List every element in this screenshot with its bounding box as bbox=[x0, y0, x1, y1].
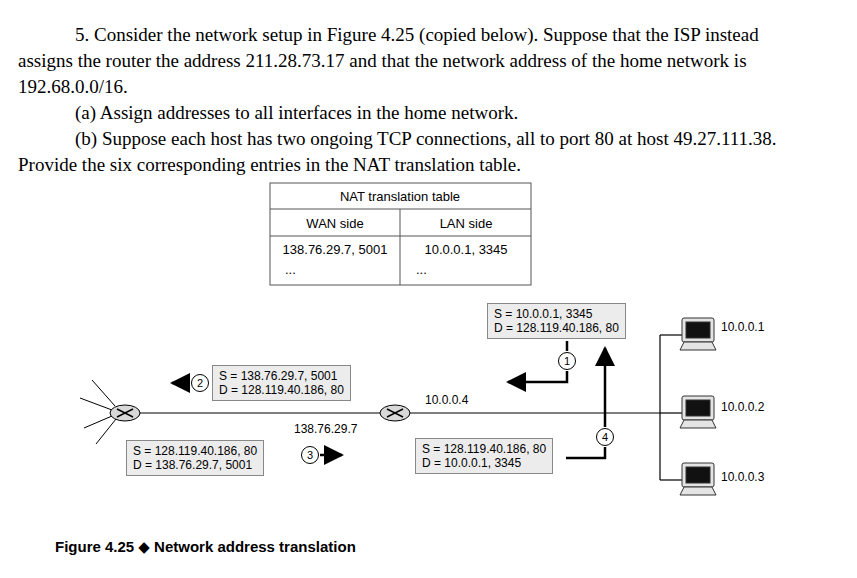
question-part: (b) Suppose each host has two ongoing TC… bbox=[18, 126, 780, 178]
interface-address: 138.76.29.7 bbox=[293, 422, 358, 436]
packet-box: S = 138.76.29.7, 5001D = 128.119.40.186,… bbox=[212, 365, 351, 401]
packet-field: S = 10.0.0.1, 3345 bbox=[494, 307, 619, 321]
callout-number: 2 bbox=[191, 374, 209, 392]
host-address: 10.0.0.3 bbox=[720, 470, 765, 484]
packet-box: S = 128.119.40.186, 80D = 10.0.0.1, 3345 bbox=[415, 438, 553, 474]
callout-number: 4 bbox=[596, 428, 614, 446]
packet-field: S = 128.119.40.186, 80 bbox=[133, 444, 257, 458]
callout-text: 2 bbox=[197, 377, 203, 389]
packet-field: S = 128.119.40.186, 80 bbox=[422, 442, 546, 456]
packet-field: D = 128.119.40.186, 80 bbox=[219, 383, 344, 397]
host-computer bbox=[680, 318, 716, 495]
table-title: NAT translation table bbox=[340, 189, 460, 204]
table-cell: ... bbox=[285, 262, 296, 277]
table-cell: ... bbox=[416, 262, 427, 277]
question-part: (a) Assign addresses to all interfaces i… bbox=[75, 100, 518, 126]
callout-text: 3 bbox=[307, 449, 313, 461]
packet-box: S = 128.119.40.186, 80D = 138.76.29.7, 5… bbox=[126, 440, 264, 476]
packet-field: D = 128.119.40.186, 80 bbox=[494, 321, 619, 335]
host-address: 10.0.0.1 bbox=[720, 320, 765, 334]
callout-number: 3 bbox=[301, 446, 319, 464]
packet-field: D = 10.0.0.1, 3345 bbox=[422, 456, 546, 470]
packet-field: D = 138.76.29.7, 5001 bbox=[133, 458, 257, 472]
nat-router-icon bbox=[380, 405, 410, 421]
question-text: 5. Consider the network setup in Figure … bbox=[18, 22, 780, 100]
callout-text: 4 bbox=[602, 431, 608, 443]
callout-text: 1 bbox=[564, 355, 570, 367]
callout-number: 1 bbox=[558, 352, 576, 370]
table-header: WAN side bbox=[306, 216, 363, 231]
host-address: 10.0.0.2 bbox=[720, 400, 765, 414]
packet-field: S = 138.76.29.7, 5001 bbox=[219, 369, 344, 383]
figure-caption: Figure 4.25 ◆ Network address translatio… bbox=[55, 538, 356, 556]
table-header: LAN side bbox=[440, 216, 493, 231]
packet-box: S = 10.0.0.1, 3345D = 128.119.40.186, 80 bbox=[487, 303, 626, 339]
interface-address: 10.0.0.4 bbox=[424, 393, 469, 407]
table-cell: 10.0.0.1, 3345 bbox=[424, 242, 507, 257]
router-icon bbox=[110, 405, 140, 421]
table-cell: 138.76.29.7, 5001 bbox=[283, 242, 388, 257]
